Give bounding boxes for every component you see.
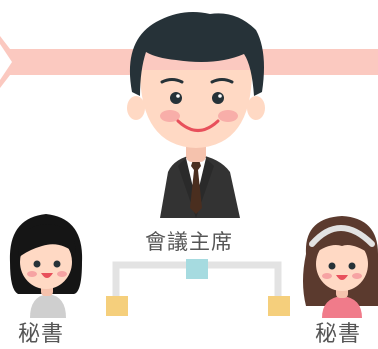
- center-node: [186, 259, 208, 279]
- secretary-right-label: 秘書: [315, 322, 362, 347]
- secretary-left-label: 秘書: [18, 322, 65, 347]
- chairman-avatar: [127, 12, 265, 218]
- secretary-avatar-left: [9, 214, 83, 318]
- right-node: [268, 296, 290, 316]
- chairman-label: 會議主席: [145, 230, 233, 254]
- secretary-avatar-right: [303, 216, 378, 318]
- left-node: [106, 296, 128, 316]
